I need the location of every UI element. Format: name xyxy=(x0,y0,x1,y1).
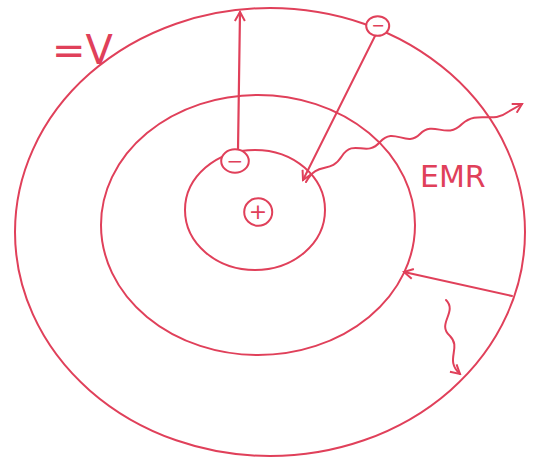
middle-orbit xyxy=(101,95,415,355)
emr-wave xyxy=(306,104,522,182)
nucleus-circle: + xyxy=(243,197,273,227)
voltage-label: =V xyxy=(52,30,113,70)
outer-orbit xyxy=(15,8,525,456)
electron-oval: − xyxy=(220,148,250,174)
orbit-pointer xyxy=(404,272,512,296)
electron-oval: − xyxy=(365,15,390,37)
node-text: + xyxy=(249,201,267,223)
emr-label: EMR xyxy=(420,162,486,192)
escape-arrow xyxy=(238,12,240,150)
node-text: − xyxy=(371,18,384,34)
squiggle-arrow xyxy=(445,300,460,374)
node-text: − xyxy=(227,151,244,171)
inner-orbit xyxy=(185,150,325,270)
